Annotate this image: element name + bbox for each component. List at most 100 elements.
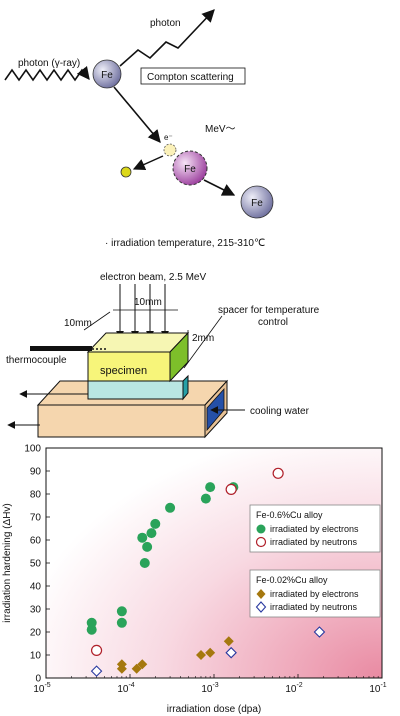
displaced-fe-atom: [240, 185, 274, 219]
displacement-arrow: [203, 179, 236, 196]
spacer-front: [87, 380, 184, 400]
legend-2-neutrons: irradiated by neutrons: [270, 602, 358, 612]
mev-label: MeV〜: [205, 124, 236, 135]
legend-1-electrons-marker: [256, 524, 266, 534]
electron-cu06-point: [165, 502, 176, 513]
specimen-side: [169, 331, 189, 383]
electron-cu06-point: [205, 482, 216, 493]
x-axis-label: irradiation dose (dpa): [167, 704, 262, 715]
electron-cu06-point: [200, 493, 211, 504]
y-tick-label: 80: [30, 490, 42, 501]
electron-cu06-point: [137, 532, 148, 543]
cooling-label: cooling water: [250, 406, 310, 417]
y-tick-label: 100: [24, 444, 41, 455]
x-tick-label: 10-3: [201, 682, 218, 695]
electron-cu06-point: [86, 617, 97, 628]
legend-box-2: [249, 569, 381, 618]
specimen-label: specimen: [100, 365, 147, 377]
dim-side-label: 2mm: [192, 333, 214, 344]
electron-cu002-point: [223, 636, 234, 647]
electron-cu06-point: [146, 528, 157, 539]
y-axis-label: irradiation hardening (ΔHv): [2, 503, 13, 623]
emitted-electron: [120, 166, 132, 178]
compton-label: Compton scattering: [147, 72, 234, 83]
dim-top-label: 10mm: [134, 297, 162, 308]
x-tick-label: 10-5: [33, 682, 50, 695]
emitted-electron-arrow: [132, 155, 164, 171]
incident-photon-label: photon (γ-ray): [18, 58, 80, 69]
legend-1-electrons: irradiated by electrons: [270, 524, 359, 534]
electron-cu002-point: [195, 650, 206, 660]
displaced-fe-label: Fe: [251, 198, 263, 209]
spacer-pointer: [183, 315, 223, 369]
electron-label: e⁻: [164, 133, 173, 142]
neutron-cu06-point: [225, 483, 237, 495]
thermocouple-label: thermocouple: [6, 355, 67, 366]
electron: [163, 143, 177, 157]
fe-atom: [92, 59, 122, 89]
knocked-fe-atom: [172, 150, 208, 186]
spacer-label-2: control: [258, 317, 288, 328]
electron-cu06-point: [116, 606, 127, 617]
legend-2-electrons: irradiated by electrons: [270, 589, 359, 599]
beam-label: electron beam, 2.5 MeV: [100, 272, 206, 283]
legend-2-neutrons-marker: [255, 601, 267, 613]
y-tick-label: 30: [30, 605, 42, 616]
y-tick-label: 0: [35, 674, 41, 685]
legend-1-neutrons-marker: [255, 536, 267, 548]
neutron-cu06-point: [272, 467, 284, 479]
legend-2-title: Fe-0.02%Cu alloy: [256, 575, 328, 585]
legend-group-2: Fe-0.02%Cu alloy irradiated by electrons…: [249, 569, 381, 618]
data-points: [86, 467, 326, 677]
legend-group-1: Fe-0.6%Cu alloy irradiated by electrons …: [249, 504, 381, 553]
electron-cu06-point: [139, 558, 150, 568]
incident-photon-wave: [4, 65, 90, 82]
legend-box-1: [249, 504, 381, 553]
legend-1-neutrons: irradiated by neutrons: [270, 537, 358, 547]
x-tick-label: 10-1: [369, 682, 386, 695]
y-tick-label: 20: [30, 628, 42, 639]
spacer-label-1: spacer for temperature: [218, 305, 320, 316]
electron-cu06-point: [116, 617, 127, 628]
electron-cu002-point: [131, 663, 142, 674]
knocked-fe-label: Fe: [184, 164, 196, 175]
y-tick-label: 40: [30, 582, 42, 593]
scattered-photon-wave: [119, 9, 215, 67]
thermocouple-wire: [30, 346, 92, 351]
legend-2-electrons-marker: [256, 589, 266, 599]
plot-area: [45, 447, 383, 679]
neutron-cu002-point: [313, 626, 326, 638]
scattered-photon-label: photon: [150, 18, 181, 29]
neutron-cu06-point: [90, 644, 103, 657]
y-tick-label: 70: [30, 513, 42, 524]
compton-box: [140, 67, 246, 85]
apparatus-diagram: electron beam, 2.5 MeV 10mm 10mm spacer …: [6, 272, 320, 439]
dim-left-line: [83, 311, 111, 331]
specimen-front: [87, 351, 171, 382]
spacer-side: [182, 374, 189, 401]
neutron-cu002-point: [225, 646, 237, 659]
x-tick-label: 10-2: [285, 682, 302, 695]
electron-cu002-point: [116, 659, 127, 670]
electron-cu06-point: [86, 624, 97, 635]
electron-cu06-point: [150, 518, 161, 529]
irradiation-temperature-note: · irradiation temperature, 215-310℃: [105, 238, 265, 249]
legend-1-title: Fe-0.6%Cu alloy: [256, 510, 323, 520]
y-tick-label: 10: [30, 651, 42, 662]
scattering-diagram: photon (γ-ray) Fe photon Compton scatter…: [4, 9, 274, 219]
electron-cu002-point: [137, 659, 148, 670]
fe-atom-label: Fe: [101, 70, 113, 81]
base-plate-front: [37, 404, 206, 438]
y-tick-label: 90: [30, 467, 42, 478]
electron-cu06-point: [142, 541, 153, 552]
electron-cu002-point: [205, 647, 216, 658]
recoil-arrow: [113, 86, 161, 143]
y-tick-label: 50: [30, 559, 42, 570]
y-axis: 0 10 20 30 40 50 60 70 80 90 100: [24, 444, 50, 685]
y-tick-label: 60: [30, 536, 42, 547]
neutron-cu002-point: [90, 665, 103, 677]
dim-left-label: 10mm: [64, 318, 92, 329]
